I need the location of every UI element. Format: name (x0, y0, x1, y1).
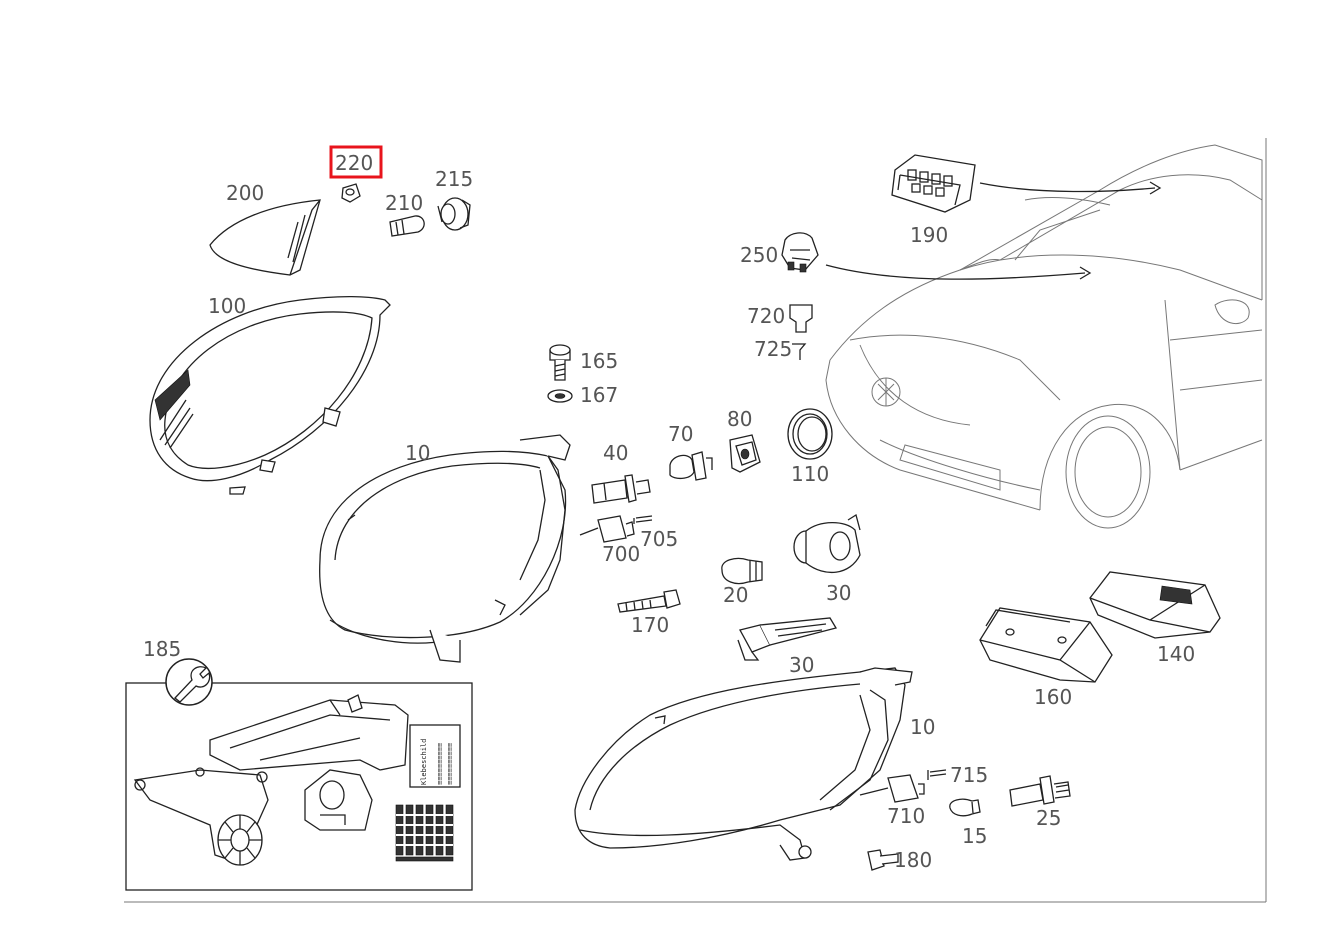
callout-40[interactable]: 40 (603, 441, 628, 465)
part-40-bulb[interactable] (591, 474, 651, 504)
part-30-socket-top[interactable] (793, 513, 861, 574)
part-80-holder[interactable] (729, 434, 761, 473)
part-190-control-unit[interactable] (891, 154, 976, 213)
callout-170[interactable]: 170 (631, 613, 669, 637)
part-10-headlamp-bottom[interactable] (574, 667, 913, 861)
part-167-washer[interactable] (547, 389, 573, 403)
callout-180[interactable]: 180 (894, 848, 932, 872)
part-725-pin[interactable] (792, 343, 807, 360)
callout-210[interactable]: 210 (385, 191, 423, 215)
callout-165[interactable]: 165 (580, 349, 618, 373)
part-170-screw[interactable] (617, 589, 681, 613)
part-250-sensor[interactable] (781, 232, 819, 273)
part-200-cover[interactable] (209, 199, 321, 276)
callout-70[interactable]: 70 (668, 422, 693, 446)
part-110-cap[interactable] (787, 408, 833, 460)
inset-label-lines-2: ≡≡≡≡≡≡≡≡≡≡ (446, 743, 454, 785)
callout-80[interactable]: 80 (727, 407, 752, 431)
callout-215[interactable]: 215 (435, 167, 473, 191)
callout-30-bottom[interactable]: 30 (789, 653, 814, 677)
callout-250[interactable]: 250 (740, 243, 778, 267)
sticker-rows (395, 804, 454, 862)
part-700-connector[interactable] (597, 515, 635, 543)
callout-110[interactable]: 110 (791, 462, 829, 486)
part-210-bulb[interactable] (389, 215, 425, 237)
arrow-190-to-vehicle (979, 181, 1162, 195)
part-215-socket[interactable] (437, 197, 471, 231)
wrench-icon (165, 658, 213, 706)
part-715-pin[interactable] (927, 769, 947, 780)
callout-185[interactable]: 185 (143, 637, 181, 661)
part-20-bulb[interactable] (721, 557, 763, 585)
callout-725[interactable]: 725 (754, 337, 792, 361)
callout-10-bottom[interactable]: 10 (910, 715, 935, 739)
leader-700 (579, 527, 599, 536)
part-10-headlamp-top[interactable] (319, 434, 571, 663)
callout-10-top[interactable]: 10 (405, 441, 430, 465)
callout-200[interactable]: 200 (226, 181, 264, 205)
callout-25[interactable]: 25 (1036, 806, 1061, 830)
part-185-service-kit[interactable]: Klebeschild ≡≡≡≡≡≡≡≡≡≡ ≡≡≡≡≡≡≡≡≡≡ (125, 658, 473, 891)
callout-20[interactable]: 20 (723, 583, 748, 607)
callout-100[interactable]: 100 (208, 294, 246, 318)
part-160-ballast[interactable] (979, 607, 1113, 683)
callout-140[interactable]: 140 (1157, 642, 1195, 666)
leader-710 (859, 787, 889, 796)
part-180-screw[interactable] (867, 849, 899, 871)
part-70-bulb[interactable] (669, 451, 713, 481)
vehicle-outline (825, 144, 1263, 529)
inset-label-text: Klebeschild (420, 739, 428, 785)
callout-720[interactable]: 720 (747, 304, 785, 328)
part-220-nut[interactable] (341, 183, 361, 203)
callout-190[interactable]: 190 (910, 223, 948, 247)
part-30-led-module[interactable] (737, 617, 838, 661)
part-165-bolt[interactable] (549, 344, 571, 381)
part-705-pin[interactable] (633, 515, 653, 524)
callout-15[interactable]: 15 (962, 824, 987, 848)
arrow-250-to-vehicle (825, 264, 1092, 280)
part-710-connector[interactable] (887, 774, 925, 803)
callout-160[interactable]: 160 (1034, 685, 1072, 709)
callout-710[interactable]: 710 (887, 804, 925, 828)
part-140-control-unit[interactable] (1089, 571, 1221, 639)
highlight-box-220 (329, 145, 383, 179)
part-15-bulb[interactable] (949, 798, 981, 817)
part-100-lens-frame[interactable] (149, 295, 391, 495)
callout-705[interactable]: 705 (640, 527, 678, 551)
part-25-bulb[interactable] (1009, 775, 1071, 807)
callout-167[interactable]: 167 (580, 383, 618, 407)
part-720-connector[interactable] (789, 304, 813, 333)
callout-715[interactable]: 715 (950, 763, 988, 787)
callout-30-top[interactable]: 30 (826, 581, 851, 605)
inset-label-lines: ≡≡≡≡≡≡≡≡≡≡ (436, 743, 444, 785)
callout-700[interactable]: 700 (602, 542, 640, 566)
callout-220[interactable]: 220 (335, 151, 373, 175)
